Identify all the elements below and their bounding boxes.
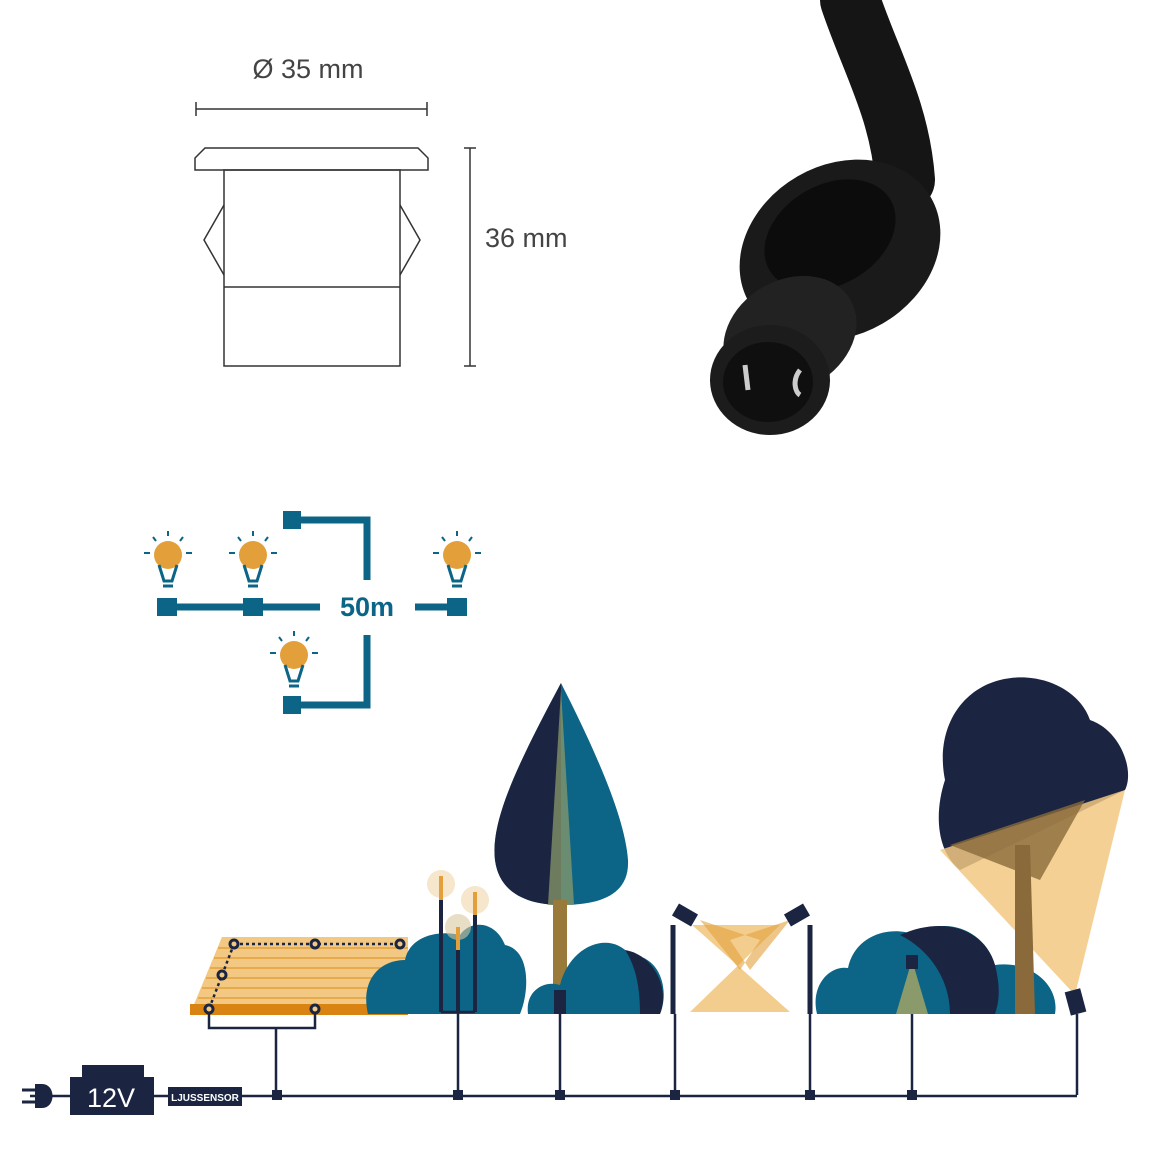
garden-scene xyxy=(190,677,1129,1095)
deck-illustration xyxy=(190,937,408,1095)
chain-length-label: 50m xyxy=(340,592,394,622)
height-label: 36 mm xyxy=(485,223,568,253)
bulb-icon xyxy=(229,531,277,588)
diameter-label: Ø 35 mm xyxy=(252,54,363,84)
lamp-dimension-drawing xyxy=(194,102,476,367)
bulb-icon xyxy=(144,531,192,588)
bulb-icon xyxy=(270,631,318,688)
garden-lights xyxy=(427,870,489,1095)
connector-photo xyxy=(710,0,941,435)
light-sensor-box xyxy=(168,1087,242,1106)
transformer-box xyxy=(70,1065,154,1115)
transformer-label: 12V xyxy=(87,1083,135,1113)
light-sensor-label: LJUSSENSOR xyxy=(171,1093,240,1104)
bulb-icon xyxy=(433,531,481,588)
chain-diagram xyxy=(157,511,467,714)
bulb-icons xyxy=(144,531,481,688)
